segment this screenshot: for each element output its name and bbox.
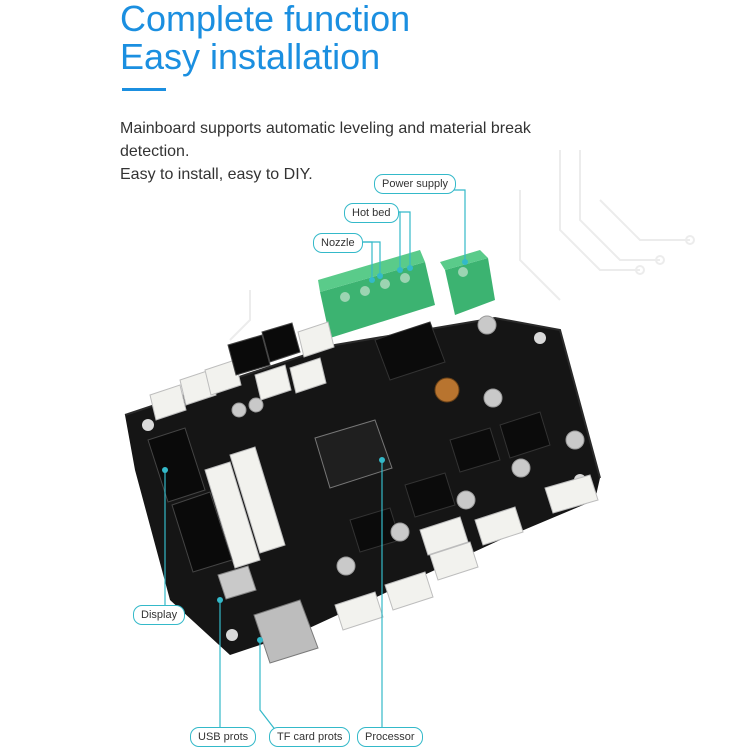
- callout-display: Display: [133, 605, 186, 625]
- callout-tf-card-ports: TF card prots: [269, 727, 351, 747]
- accent-bar: [122, 88, 166, 91]
- connectors: [149, 321, 599, 631]
- ports: [217, 565, 319, 664]
- description: Mainboard supports automatic leveling an…: [120, 117, 620, 186]
- callout-hot-bed: Hot bed: [344, 203, 399, 223]
- description-line-1: Mainboard supports automatic leveling an…: [120, 120, 531, 137]
- description-line-2: detection.: [120, 143, 190, 160]
- description-line-3: Easy to install, easy to DIY.: [120, 166, 313, 183]
- callout-power-supply: Power supply: [374, 174, 457, 194]
- capacitors: [231, 315, 585, 576]
- callout-usb-ports: USB prots: [190, 727, 257, 747]
- headline-line-1: Complete function: [120, 0, 411, 39]
- processor-chip: [314, 419, 393, 489]
- background-traces: [229, 150, 695, 341]
- callout-nozzle: Nozzle: [313, 233, 363, 253]
- heatsinks: [349, 321, 551, 553]
- headline-line-2: Easy installation: [120, 36, 381, 77]
- callout-dots: [162, 259, 468, 643]
- display-headers: [147, 322, 301, 573]
- callout-processor: Processor: [357, 727, 423, 747]
- inductor: [434, 377, 460, 403]
